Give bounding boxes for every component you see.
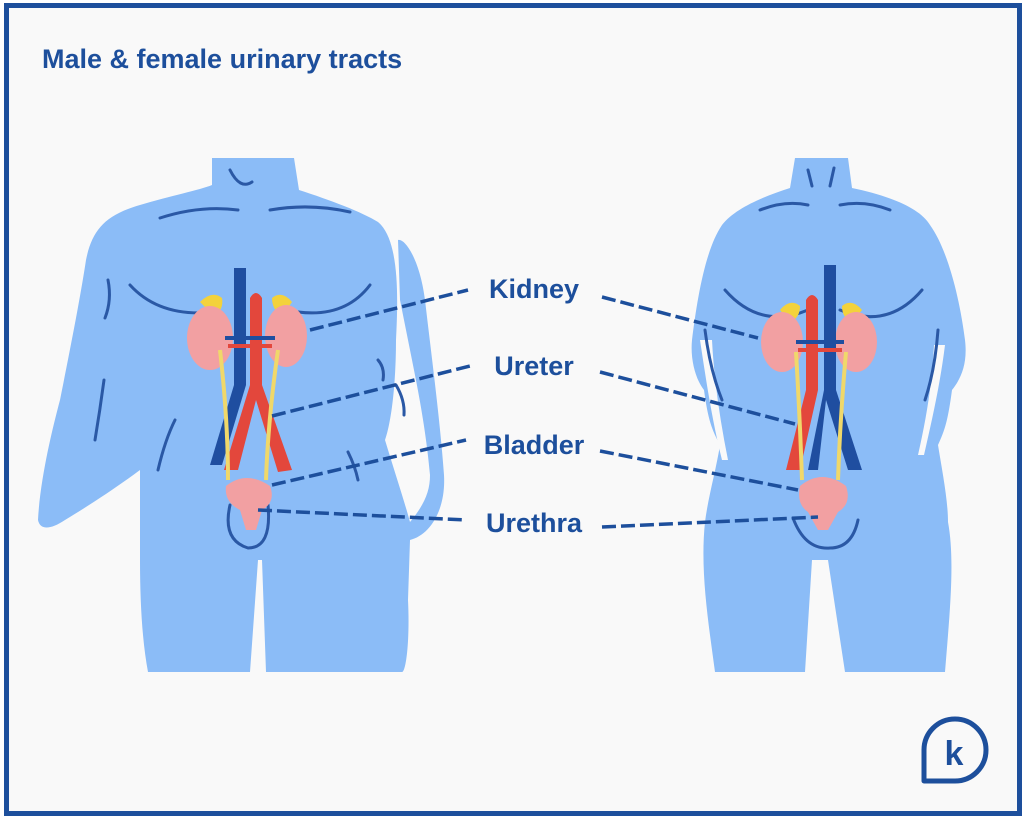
leader-line-kidney-female — [601, 295, 759, 340]
female-arm-line — [923, 328, 940, 402]
male-arm-line — [103, 278, 111, 320]
label-kidney: Kidney — [488, 274, 580, 304]
male-ureter-left — [218, 349, 230, 481]
leader-line-ureter-male — [271, 364, 471, 418]
male-groin-outline — [226, 503, 271, 550]
female-kidney-left — [761, 312, 803, 372]
leader-line-bladder-male — [271, 438, 467, 487]
male-ureter-right — [264, 349, 280, 481]
female-neck-line — [806, 168, 814, 188]
female-vena-cava — [808, 265, 862, 470]
logo-badge-outline — [921, 716, 989, 784]
female-figure — [691, 158, 966, 672]
male-arm-line — [93, 378, 106, 442]
male-chest-line — [296, 283, 372, 315]
leader-line-ureter-female — [599, 370, 796, 426]
label-ureter: Ureter — [494, 351, 574, 381]
male-aorta — [224, 293, 292, 472]
leader-line-kidney-male — [309, 288, 469, 332]
female-neck-line — [828, 166, 836, 188]
leader-line-urethra-male — [257, 508, 467, 522]
female-arm-gap — [918, 345, 945, 455]
label-urethra: Urethra — [485, 508, 583, 538]
female-aorta — [786, 295, 818, 470]
male-hip-line — [156, 418, 177, 472]
female-collarbone-line — [838, 201, 892, 212]
label-bladder: Bladder — [483, 430, 585, 460]
leader-lines — [257, 288, 819, 529]
male-arm-line — [376, 358, 385, 382]
male-collarbone-line — [268, 205, 352, 214]
male-arm-line — [394, 383, 406, 417]
logo-letter: k — [945, 735, 964, 773]
female-arm-line — [703, 328, 724, 402]
female-groin-outline — [791, 516, 860, 550]
male-figure — [38, 158, 445, 672]
male-vena-cava — [210, 268, 246, 465]
male-kidney-right — [265, 305, 307, 367]
brand-logo-icon: k — [921, 716, 989, 784]
leader-line-bladder-female — [599, 449, 799, 492]
male-collarbone-line — [158, 207, 240, 220]
female-body-silhouette — [691, 158, 966, 672]
female-ureter-left — [794, 351, 804, 481]
leader-line-urethra-female — [601, 515, 819, 529]
female-arm-gap — [700, 340, 728, 460]
female-adrenal-gland-left — [780, 302, 800, 322]
female-ureter-right — [836, 351, 848, 481]
male-collarbone-line — [228, 168, 254, 186]
male-bladder — [225, 478, 272, 530]
female-collarbone-line — [758, 201, 810, 212]
male-urinary-organs — [187, 268, 307, 530]
diagram-title: Male & female urinary tracts — [42, 44, 403, 74]
